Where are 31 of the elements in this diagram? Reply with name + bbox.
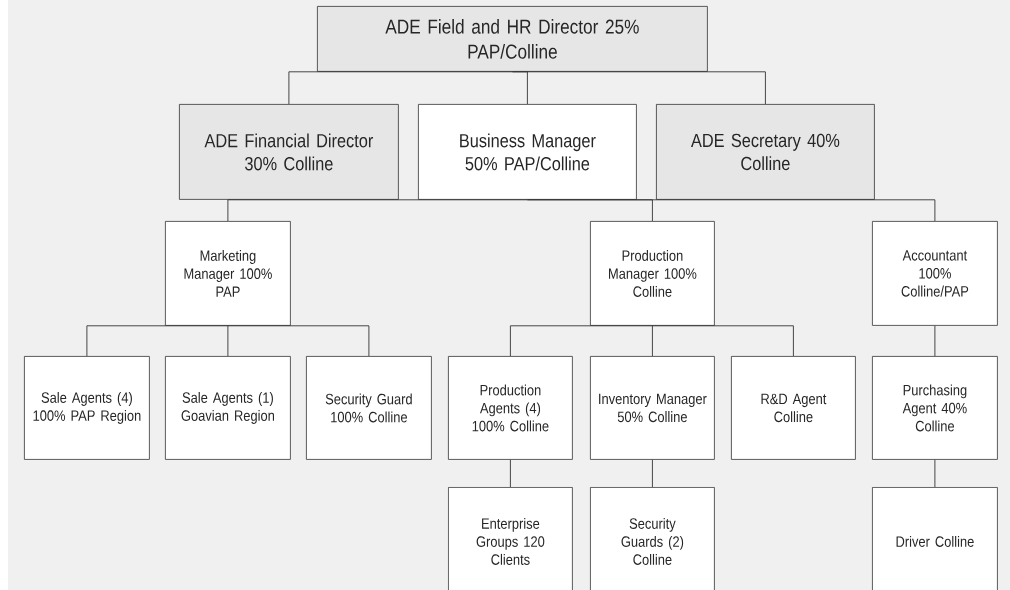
connector [651, 325, 794, 357]
connector [934, 459, 936, 488]
connector [227, 199, 528, 222]
connector [934, 325, 936, 357]
role-box: Sale Agents (1) Goavian Region [165, 356, 291, 460]
role-box: Production Agents (4) 100% Colline [448, 356, 573, 460]
connector [511, 71, 766, 105]
connector [227, 325, 370, 357]
connector [651, 325, 653, 357]
role-box: Sale Agents (4) 100% PAP Region [24, 356, 150, 460]
role-box: Marketing Manager 100% PAP [165, 221, 291, 326]
connector [509, 325, 653, 357]
role-box: Accountant 100% Colline/PAP [872, 221, 998, 326]
connector [651, 459, 653, 488]
connector [526, 199, 936, 222]
role-box: ADE Secretary 40% Colline [656, 104, 875, 200]
role-box: R&D Agent Colline [731, 356, 856, 460]
role-box: Security Guard 100% Colline [306, 356, 432, 460]
role-box: Business Manager 50% PAP/Colline [418, 104, 637, 200]
role-box: ADE Financial Director 30% Colline [179, 104, 399, 200]
connector [509, 459, 511, 488]
role-box: Security Guards (2) Colline [590, 487, 715, 590]
role-box: Inventory Manager 50% Colline [590, 356, 715, 460]
connector [288, 71, 513, 105]
role-box: Driver Colline [872, 487, 998, 590]
role-box: Enterprise Groups 120 Clients [448, 487, 573, 590]
connector [227, 325, 229, 357]
role-box: ADE Field and HR Director 25% PAP/Colline [317, 6, 708, 72]
role-box: Purchasing Agent 40% Colline [872, 356, 998, 460]
connector [86, 325, 229, 357]
role-box: Production Manager 100% Colline [590, 221, 715, 326]
